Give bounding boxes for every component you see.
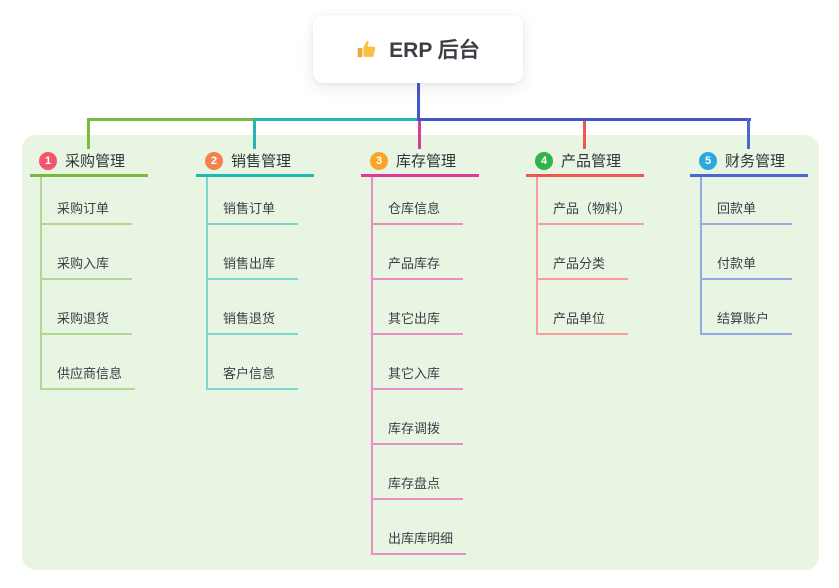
branch-children: 回款单付款单结算账户 bbox=[700, 177, 792, 335]
child-node[interactable]: 其它入库 bbox=[373, 335, 466, 390]
child-node[interactable]: 付款单 bbox=[702, 225, 792, 280]
branch-node-1[interactable]: 1 采购管理 bbox=[30, 147, 148, 177]
child-node[interactable]: 库存调拨 bbox=[373, 390, 466, 445]
child-node-label: 销售订单 bbox=[208, 198, 298, 225]
child-node-label: 库存调拨 bbox=[373, 418, 463, 445]
branch-drop-line bbox=[747, 118, 750, 149]
child-node-label: 库存盘点 bbox=[373, 473, 463, 500]
branch-drop-line bbox=[418, 121, 421, 149]
child-node[interactable]: 回款单 bbox=[702, 177, 792, 225]
child-node[interactable]: 产品库存 bbox=[373, 225, 466, 280]
child-node-label: 销售退货 bbox=[208, 308, 298, 335]
branch-node-2[interactable]: 2 销售管理 bbox=[196, 147, 314, 177]
branch-2: 2 销售管理销售订单销售出库销售退货客户信息 bbox=[196, 147, 314, 390]
root-stem-line bbox=[417, 83, 420, 121]
branch-5: 5 财务管理回款单付款单结算账户 bbox=[690, 147, 808, 335]
child-node-label: 其它出库 bbox=[373, 308, 463, 335]
child-node-label: 产品库存 bbox=[373, 253, 463, 280]
child-node-label: 结算账户 bbox=[702, 308, 792, 335]
child-node-label: 产品（物料） bbox=[538, 198, 645, 225]
branch-drop-line bbox=[87, 118, 90, 149]
child-node[interactable]: 产品（物料） bbox=[538, 177, 645, 225]
child-node-label: 采购入库 bbox=[42, 253, 132, 280]
child-node-label: 产品分类 bbox=[538, 253, 628, 280]
child-node[interactable]: 出库库明细 bbox=[373, 500, 467, 555]
child-node[interactable]: 产品单位 bbox=[538, 280, 644, 335]
branch-children: 销售订单销售出库销售退货客户信息 bbox=[206, 177, 298, 390]
branch-number-badge: 3 bbox=[370, 151, 388, 170]
child-node[interactable]: 产品分类 bbox=[538, 225, 644, 280]
branch-number-badge: 1 bbox=[39, 151, 57, 170]
child-node[interactable]: 销售出库 bbox=[208, 225, 298, 280]
bus-segment bbox=[417, 118, 751, 121]
branch-children: 仓库信息产品库存其它出库其它入库库存调拨库存盘点出库库明细 bbox=[371, 177, 467, 555]
child-node[interactable]: 仓库信息 bbox=[373, 177, 466, 225]
child-node-label: 产品单位 bbox=[538, 308, 628, 335]
branches-panel bbox=[22, 135, 819, 570]
branch-number-badge: 5 bbox=[699, 151, 717, 170]
branch-label: 产品管理 bbox=[561, 153, 622, 170]
root-node[interactable]: ERP 后台 bbox=[313, 15, 523, 83]
child-node[interactable]: 采购入库 bbox=[42, 225, 135, 280]
branch-children: 产品（物料） 产品分类产品单位 bbox=[536, 177, 645, 335]
child-node-label: 回款单 bbox=[702, 198, 792, 225]
branch-label: 财务管理 bbox=[725, 153, 786, 170]
thumbs-up-icon bbox=[356, 38, 379, 61]
child-node-label: 其它入库 bbox=[373, 363, 463, 390]
child-node[interactable]: 销售订单 bbox=[208, 177, 298, 225]
branch-node-3[interactable]: 3 库存管理 bbox=[361, 147, 479, 177]
child-node-label: 仓库信息 bbox=[373, 198, 463, 225]
child-node-label: 供应商信息 bbox=[42, 363, 136, 390]
branch-label: 库存管理 bbox=[396, 153, 457, 170]
branch-children: 采购订单采购入库采购退货供应商信息 bbox=[40, 177, 136, 390]
branch-node-5[interactable]: 5 财务管理 bbox=[690, 147, 808, 177]
child-node-label: 客户信息 bbox=[208, 363, 298, 390]
bus-segment bbox=[87, 118, 255, 121]
child-node[interactable]: 采购退货 bbox=[42, 280, 135, 335]
root-node-label: ERP 后台 bbox=[389, 39, 480, 62]
child-node[interactable]: 采购订单 bbox=[42, 177, 135, 225]
child-node[interactable]: 其它出库 bbox=[373, 280, 466, 335]
branch-label: 采购管理 bbox=[65, 153, 126, 170]
child-node[interactable]: 结算账户 bbox=[702, 280, 792, 335]
child-node-label: 付款单 bbox=[702, 253, 792, 280]
child-node[interactable]: 客户信息 bbox=[208, 335, 298, 390]
child-node-label: 采购退货 bbox=[42, 308, 132, 335]
child-node[interactable]: 库存盘点 bbox=[373, 445, 466, 500]
branch-number-badge: 2 bbox=[205, 151, 223, 170]
child-node[interactable]: 销售退货 bbox=[208, 280, 298, 335]
branch-1: 1 采购管理采购订单采购入库采购退货供应商信息 bbox=[30, 147, 148, 390]
child-node-label: 出库库明细 bbox=[373, 528, 467, 555]
child-node[interactable]: 供应商信息 bbox=[42, 335, 136, 390]
branch-3: 3 库存管理仓库信息产品库存其它出库其它入库库存调拨库存盘点出库库明细 bbox=[361, 147, 479, 555]
child-node-label: 销售出库 bbox=[208, 253, 298, 280]
child-node-label: 采购订单 bbox=[42, 198, 132, 225]
bus-segment bbox=[253, 118, 420, 121]
branch-label: 销售管理 bbox=[231, 153, 292, 170]
branch-drop-line bbox=[253, 118, 256, 149]
branch-drop-line bbox=[583, 121, 586, 149]
branch-node-4[interactable]: 4 产品管理 bbox=[526, 147, 644, 177]
branch-4: 4 产品管理产品（物料） 产品分类产品单位 bbox=[526, 147, 645, 335]
branch-number-badge: 4 bbox=[535, 151, 553, 170]
